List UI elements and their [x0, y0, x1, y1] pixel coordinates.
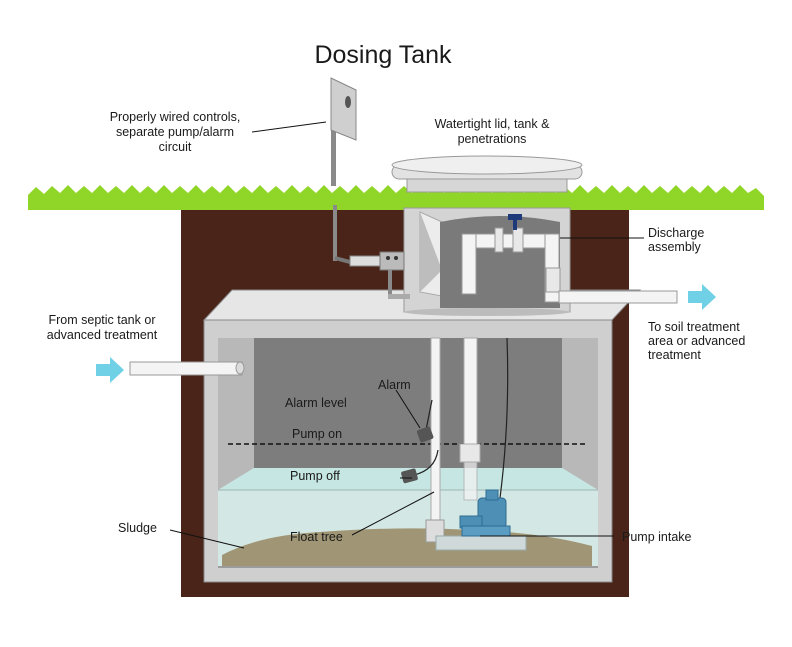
label-inlet-2: advanced treatment [47, 328, 158, 342]
alarm-float [416, 426, 434, 443]
leader-lines [169, 121, 644, 549]
submersible-pump [435, 489, 527, 551]
label-controls-1: Properly wired controls, [110, 110, 241, 124]
control-panel [330, 77, 410, 299]
label-controls-2: separate pump/alarm [116, 125, 234, 139]
label-lid-1: Watertight lid, tank & [435, 117, 551, 131]
flow-arrow-right-icon [688, 284, 716, 310]
diagram-title: Dosing Tank [314, 41, 452, 69]
discharge-pipe-vertical [459, 337, 481, 501]
grass-surface [28, 185, 764, 210]
label-pump-off: Pump off [290, 469, 340, 483]
label-alarm-level: Alarm level [285, 396, 347, 410]
label-outlet-1: To soil treatment [648, 320, 740, 334]
label-float-tree: Float tree [290, 530, 343, 544]
label-outlet-2: area or advanced [648, 334, 745, 348]
label-lid-2: penetrations [458, 132, 527, 146]
pump-power-cord [499, 337, 509, 499]
label-controls-3: circuit [159, 140, 192, 154]
pump-off-float-cord [413, 449, 439, 476]
watertight-lid [391, 155, 583, 193]
annotation-labels: Properly wired controls, separate pump/a… [47, 110, 746, 544]
label-alarm: Alarm [378, 378, 411, 392]
flow-arrow-right-icon [96, 357, 124, 383]
inlet-pipe [129, 361, 245, 376]
label-pump-intake: Pump intake [622, 530, 692, 544]
label-discharge-2: assembly [648, 240, 702, 254]
label-outlet-3: treatment [648, 348, 701, 362]
label-inlet-1: From septic tank or [49, 313, 156, 327]
label-discharge-1: Discharge [648, 226, 704, 240]
label-pump-on: Pump on [292, 427, 342, 441]
outlet-pipe [558, 290, 678, 304]
label-sludge: Sludge [118, 521, 157, 535]
pump-off-float [401, 468, 418, 484]
discharge-assembly [461, 214, 561, 303]
